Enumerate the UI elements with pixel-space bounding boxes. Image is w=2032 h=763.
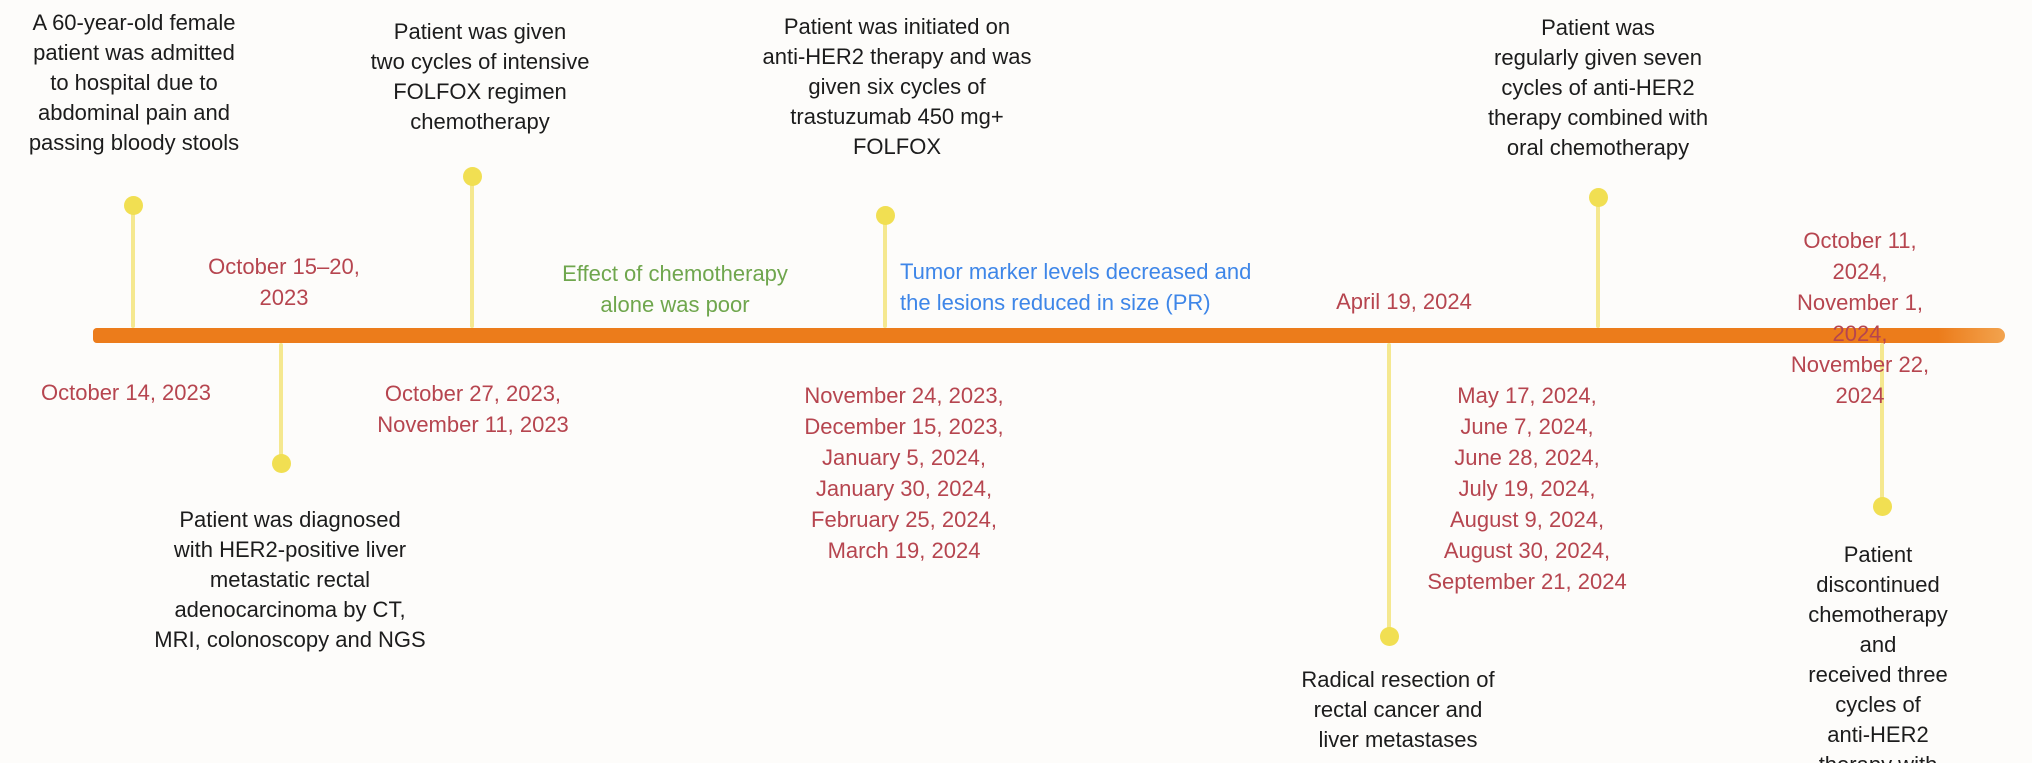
stem-anti-her2-seven-cycles [1596,197,1600,328]
date-label-final-cycles: October 11, 2024, November 1, 2024, Nove… [1790,228,1930,408]
stem-anti-her2-initiation [883,215,887,328]
marker-dot-radical-resection [1380,627,1399,646]
event-note-chemo-discontinued: Patient discontinued chemotherapy and re… [1808,542,1948,763]
date-label-admission: October 15–20, 2023 [208,254,360,310]
marker-dot-anti-her2-initiation [876,206,895,225]
date-label-folfox: October 27, 2023, November 11, 2023 [377,381,569,437]
stem-diagnosis [279,343,283,463]
event-note-diagnosis: Patient was diagnosed with HER2-positive… [154,507,426,652]
event-note-admission: A 60-year-old female patient was admitte… [28,10,240,155]
stem-folfox-two-cycles [470,176,474,328]
annotation-tumor-response-pr: Tumor marker levels decreased and the le… [900,259,1252,315]
marker-dot-diagnosis [272,454,291,473]
date-label-presentation: October 14, 2023 [40,380,212,405]
timeline-axis [93,328,2005,343]
event-note-folfox-two-cycles: Patient was given two cycles of intensiv… [370,19,590,134]
annotation-chemo-alone-poor: Effect of chemotherapy alone was poor [562,261,788,317]
date-label-maintenance-cycles: May 17, 2024, June 7, 2024, June 28, 202… [1427,383,1627,594]
stem-admission [131,205,135,328]
marker-dot-anti-her2-seven-cycles [1589,188,1608,207]
stem-radical-resection [1387,343,1391,636]
event-note-anti-her2-initiation: Patient was initiated on anti-HER2 thera… [762,14,1032,159]
stem-chemo-discontinued [1880,343,1884,506]
date-label-her2-folfox-cycles: November 24, 2023, December 15, 2023, Ja… [804,383,1004,563]
event-note-anti-her2-seven-cycles: Patient was regularly given seven cycles… [1487,15,1709,160]
marker-dot-chemo-discontinued [1873,497,1892,516]
marker-dot-folfox-two-cycles [463,167,482,186]
marker-dot-admission [124,196,143,215]
date-label-surgery: April 19, 2024 [1336,289,1472,314]
event-note-radical-resection: Radical resection of rectal cancer and l… [1301,667,1495,752]
